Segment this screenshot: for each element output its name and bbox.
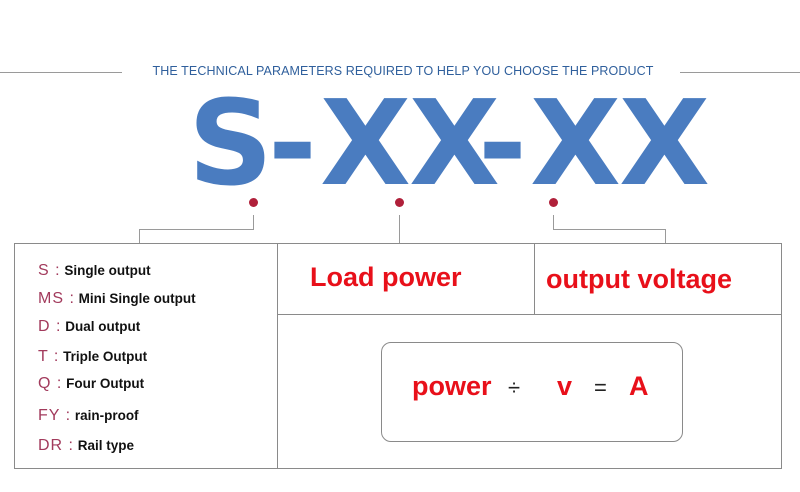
legend-item-mini-single: MS : Mini Single output: [38, 290, 196, 308]
load-power-label: Load power: [310, 262, 462, 292]
voltage-marker-dot: [549, 198, 558, 207]
legend-key: Q :: [38, 375, 63, 392]
formula-v: v: [557, 371, 573, 401]
voltage-connector-right: [665, 229, 666, 243]
series-code: S: [188, 74, 273, 212]
page-title: THE TECHNICAL PARAMETERS REQUIRED TO HEL…: [152, 64, 654, 78]
formula-equals: =: [594, 375, 607, 400]
header-rule-left: [0, 72, 122, 73]
voltage-connector-h: [553, 229, 666, 230]
legend-item-single: S : Single output: [38, 262, 151, 280]
output-voltage-label: output voltage: [546, 264, 732, 294]
power-connector: [399, 215, 400, 243]
voltage-code: XX: [530, 74, 710, 212]
code-dash-1: -: [268, 74, 317, 212]
formula-a: A: [629, 371, 649, 401]
legend-desc: Four Output: [66, 376, 145, 391]
legend-desc: Dual output: [65, 319, 141, 334]
header-rule-right: [680, 72, 800, 73]
legend-key: S :: [38, 262, 61, 279]
legend-desc: Triple Output: [63, 349, 148, 364]
formula-divide: ÷: [508, 375, 521, 400]
power-marker-dot: [395, 198, 404, 207]
code-dash-2: -: [478, 74, 527, 212]
legend-desc: Rail type: [77, 438, 135, 453]
legend-desc: rain-proof: [74, 408, 139, 423]
series-marker-dot: [249, 198, 258, 207]
voltage-connector-left: [553, 215, 554, 230]
formula-box: [381, 342, 683, 442]
legend-item-four: Q : Four Output: [38, 375, 144, 393]
legend-key: DR :: [38, 437, 74, 454]
legend-key: T :: [38, 348, 60, 365]
series-connector-right: [253, 215, 254, 230]
series-connector-left: [139, 229, 140, 243]
legend-key: MS :: [38, 290, 75, 307]
legend-key: D :: [38, 318, 62, 335]
series-connector-h: [139, 229, 254, 230]
legend-item-dual: D : Dual output: [38, 318, 140, 336]
legend-desc: Mini Single output: [78, 291, 196, 306]
power-code: XX: [320, 74, 500, 212]
formula-panel: [277, 314, 782, 469]
legend-item-rain-proof: FY : rain-proof: [38, 407, 139, 425]
legend-desc: Single output: [64, 263, 151, 278]
legend-key: FY :: [38, 407, 72, 424]
legend-item-triple: T : Triple Output: [38, 348, 147, 366]
formula-power: power: [412, 371, 492, 401]
legend-item-rail-type: DR : Rail type: [38, 437, 134, 455]
